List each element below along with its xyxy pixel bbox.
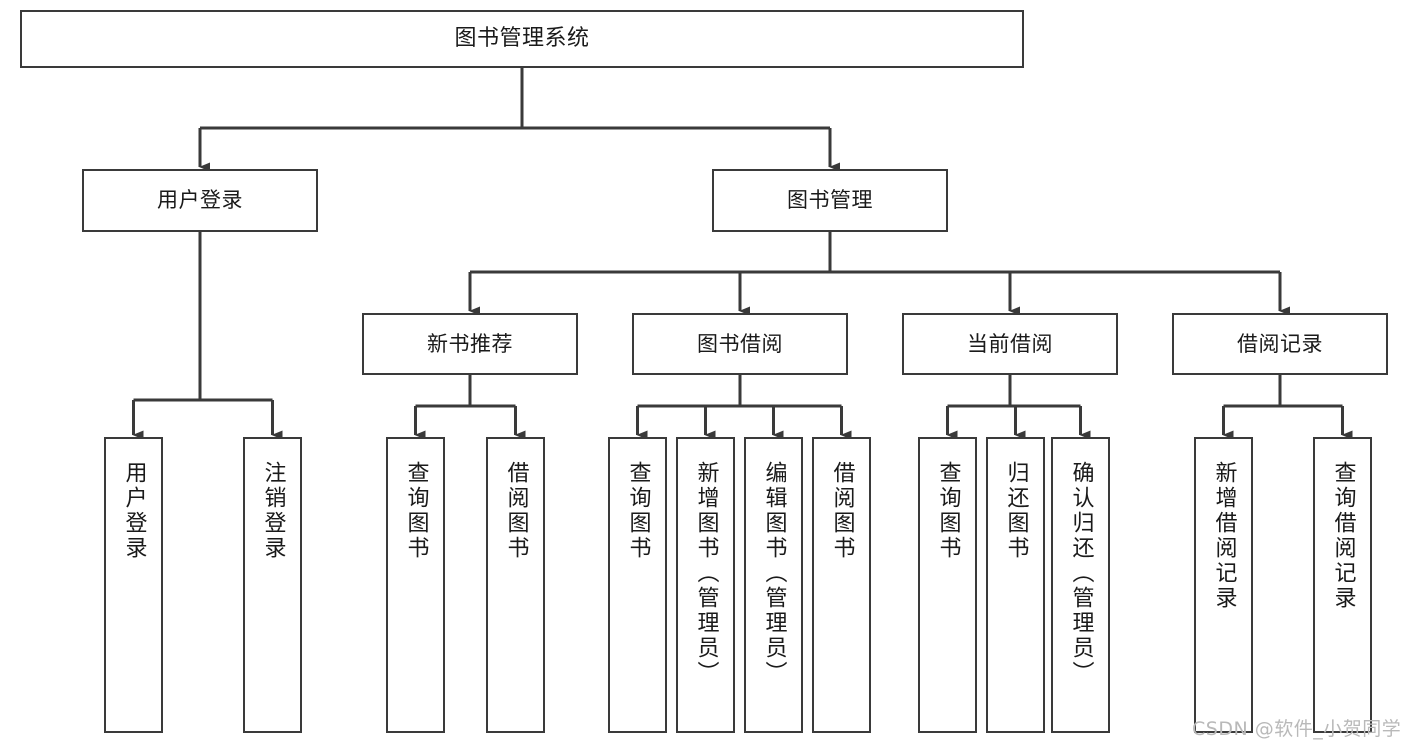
node-leaf-borrow-edit[interactable]: 编辑图书（管理员） (744, 437, 803, 733)
node-leaf-record-query[interactable]: 查询借阅记录 (1313, 437, 1372, 733)
node-label: 借阅图书 (503, 461, 529, 561)
node-label: 新书推荐 (427, 331, 513, 356)
node-label: 新增图书（管理员） (693, 461, 719, 686)
node-label: 当前借阅 (967, 331, 1053, 356)
node-leaf-borrow-add[interactable]: 新增图书（管理员） (676, 437, 735, 733)
node-label: 图书管理系统 (454, 26, 590, 52)
node-root[interactable]: 图书管理系统 (20, 10, 1024, 68)
node-label: 查询图书 (625, 461, 651, 561)
node-label: 用户登录 (157, 188, 243, 213)
node-label: 查询图书 (403, 461, 429, 561)
node-label: 查询借阅记录 (1330, 461, 1356, 611)
node-leaf-rec-borrow[interactable]: 借阅图书 (486, 437, 545, 733)
node-leaf-borrow-query[interactable]: 查询图书 (608, 437, 667, 733)
node-borrow-record[interactable]: 借阅记录 (1172, 313, 1388, 375)
node-leaf-user-logout[interactable]: 注销登录 (243, 437, 302, 733)
node-leaf-cur-return[interactable]: 归还图书 (986, 437, 1045, 733)
node-label: 图书管理 (787, 188, 873, 213)
node-user-login[interactable]: 用户登录 (82, 169, 318, 232)
node-book-manage[interactable]: 图书管理 (712, 169, 948, 232)
node-label: 编辑图书（管理员） (761, 461, 787, 686)
node-label: 借阅图书 (829, 461, 855, 561)
node-book-borrow[interactable]: 图书借阅 (632, 313, 848, 375)
node-leaf-record-add[interactable]: 新增借阅记录 (1194, 437, 1253, 733)
csdn-watermark: CSDN @软件_小贺同学 (1192, 718, 1402, 740)
node-leaf-cur-confirm[interactable]: 确认归还（管理员） (1051, 437, 1110, 733)
node-label: 新增借阅记录 (1211, 461, 1237, 611)
node-leaf-rec-query[interactable]: 查询图书 (386, 437, 445, 733)
node-leaf-user-login[interactable]: 用户登录 (104, 437, 163, 733)
node-current-borrow[interactable]: 当前借阅 (902, 313, 1118, 375)
node-label: 查询图书 (935, 461, 961, 561)
node-label: 确认归还（管理员） (1068, 461, 1094, 686)
node-label: 图书借阅 (697, 331, 783, 356)
node-label: 借阅记录 (1237, 331, 1323, 356)
node-new-book-rec[interactable]: 新书推荐 (362, 313, 578, 375)
node-label: 用户登录 (121, 461, 147, 561)
node-leaf-borrow-lend[interactable]: 借阅图书 (812, 437, 871, 733)
node-leaf-cur-query[interactable]: 查询图书 (918, 437, 977, 733)
node-label: 归还图书 (1003, 461, 1029, 561)
node-label: 注销登录 (260, 461, 286, 561)
